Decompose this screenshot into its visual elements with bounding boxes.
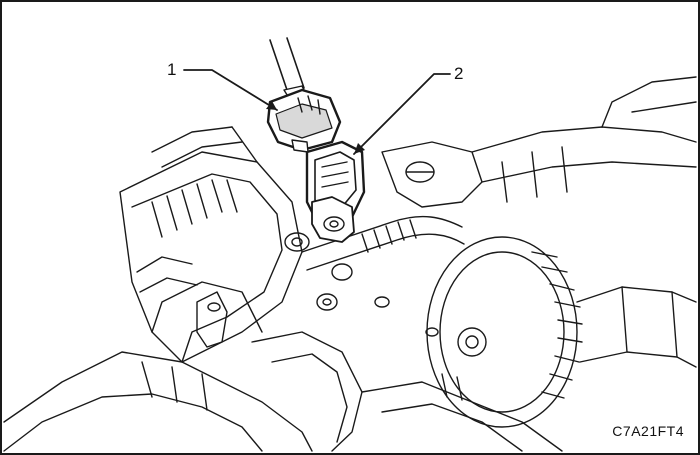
sensor-body [305, 140, 366, 243]
callout-2-arrowhead [354, 143, 365, 154]
callout-1-label: 1 [167, 60, 177, 79]
figure-code: C7A21FT4 [612, 423, 684, 439]
wire-harness [269, 37, 305, 91]
mount-bracket [381, 141, 483, 208]
alternator-pulley [426, 236, 697, 428]
connector-housing [266, 37, 342, 153]
callout-2-label: 2 [454, 64, 464, 83]
engine-background-group [3, 76, 697, 452]
coolant-hose [301, 215, 463, 253]
callout-2-leader [353, 73, 451, 155]
callout-1-leader [183, 69, 278, 111]
intake-manifold-outline [119, 151, 303, 363]
bracket [196, 291, 228, 348]
callout-1-arrowhead [266, 101, 277, 110]
